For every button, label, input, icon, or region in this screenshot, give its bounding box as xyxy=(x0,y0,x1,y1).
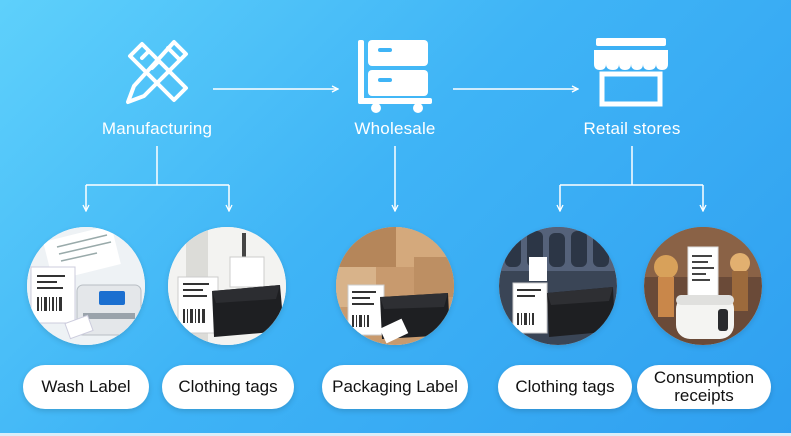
warehouse-cart-icon xyxy=(358,40,432,113)
wash-label-printer-photo xyxy=(27,227,145,345)
receipt-printer-photo xyxy=(644,227,762,345)
clothing-tag-printer-photo xyxy=(168,227,286,345)
application-label-clothing-tags: Clothing tags xyxy=(162,365,294,409)
application-label-consumption-receipts: Consumption receipts xyxy=(637,365,771,409)
stage-label-retail: Retail stores xyxy=(583,119,681,138)
application-label-wash-label: Wash Label xyxy=(23,365,149,409)
storefront-icon xyxy=(594,38,668,107)
retail-clothing-tag-printer-photo xyxy=(499,227,617,345)
application-label-packaging-label: Packaging Label xyxy=(322,365,468,409)
application-label-retail-clothing-tags: Clothing tags xyxy=(498,365,632,409)
stage-label-wholesale: Wholesale xyxy=(354,119,436,138)
ruler-pencil-icon xyxy=(126,40,188,104)
packaging-label-printer-photo xyxy=(336,227,454,345)
stage-label-manufacturing: Manufacturing xyxy=(101,119,213,138)
